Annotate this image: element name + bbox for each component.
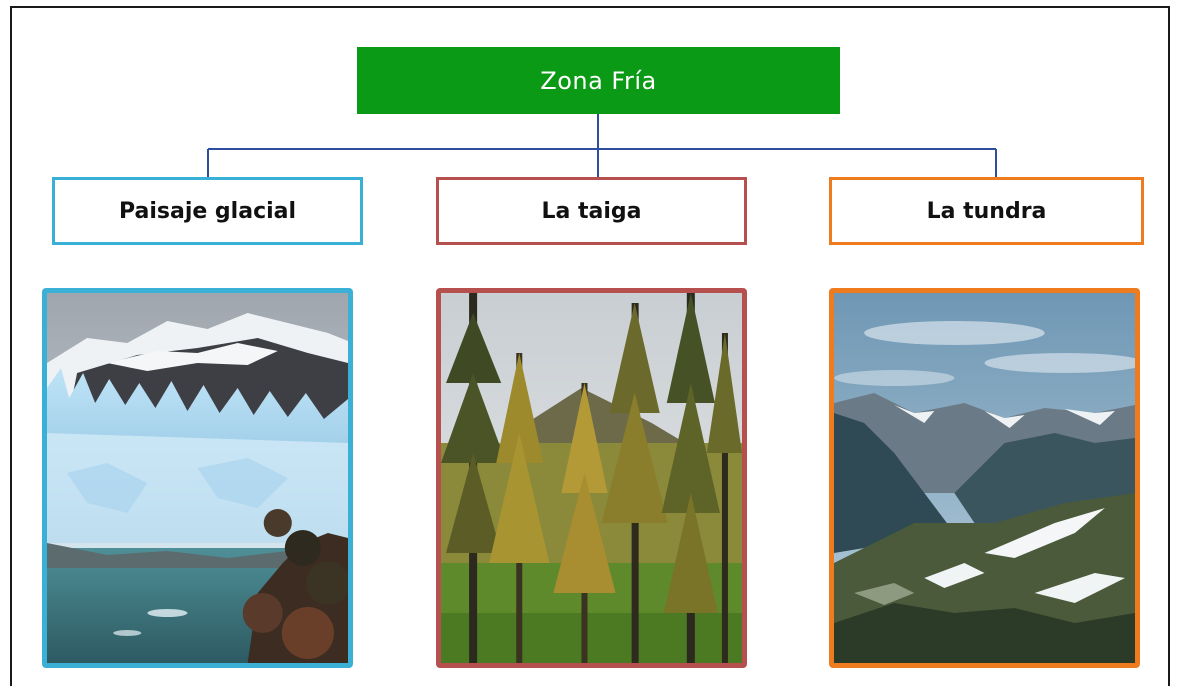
category-la-taiga: La taiga [436,177,747,245]
root-node-zona-fria: Zona Fría [357,47,840,114]
glacier-photo [42,288,353,668]
category-label: La tundra [926,198,1047,224]
category-label: La taiga [541,198,642,224]
diagram-frame [10,6,1170,686]
category-paisaje-glacial: Paisaje glacial [52,177,363,245]
category-label: Paisaje glacial [118,198,297,224]
root-node-label: Zona Fría [540,66,657,95]
taiga-photo [436,288,747,668]
tundra-photo [829,288,1140,668]
category-la-tundra: La tundra [829,177,1144,245]
